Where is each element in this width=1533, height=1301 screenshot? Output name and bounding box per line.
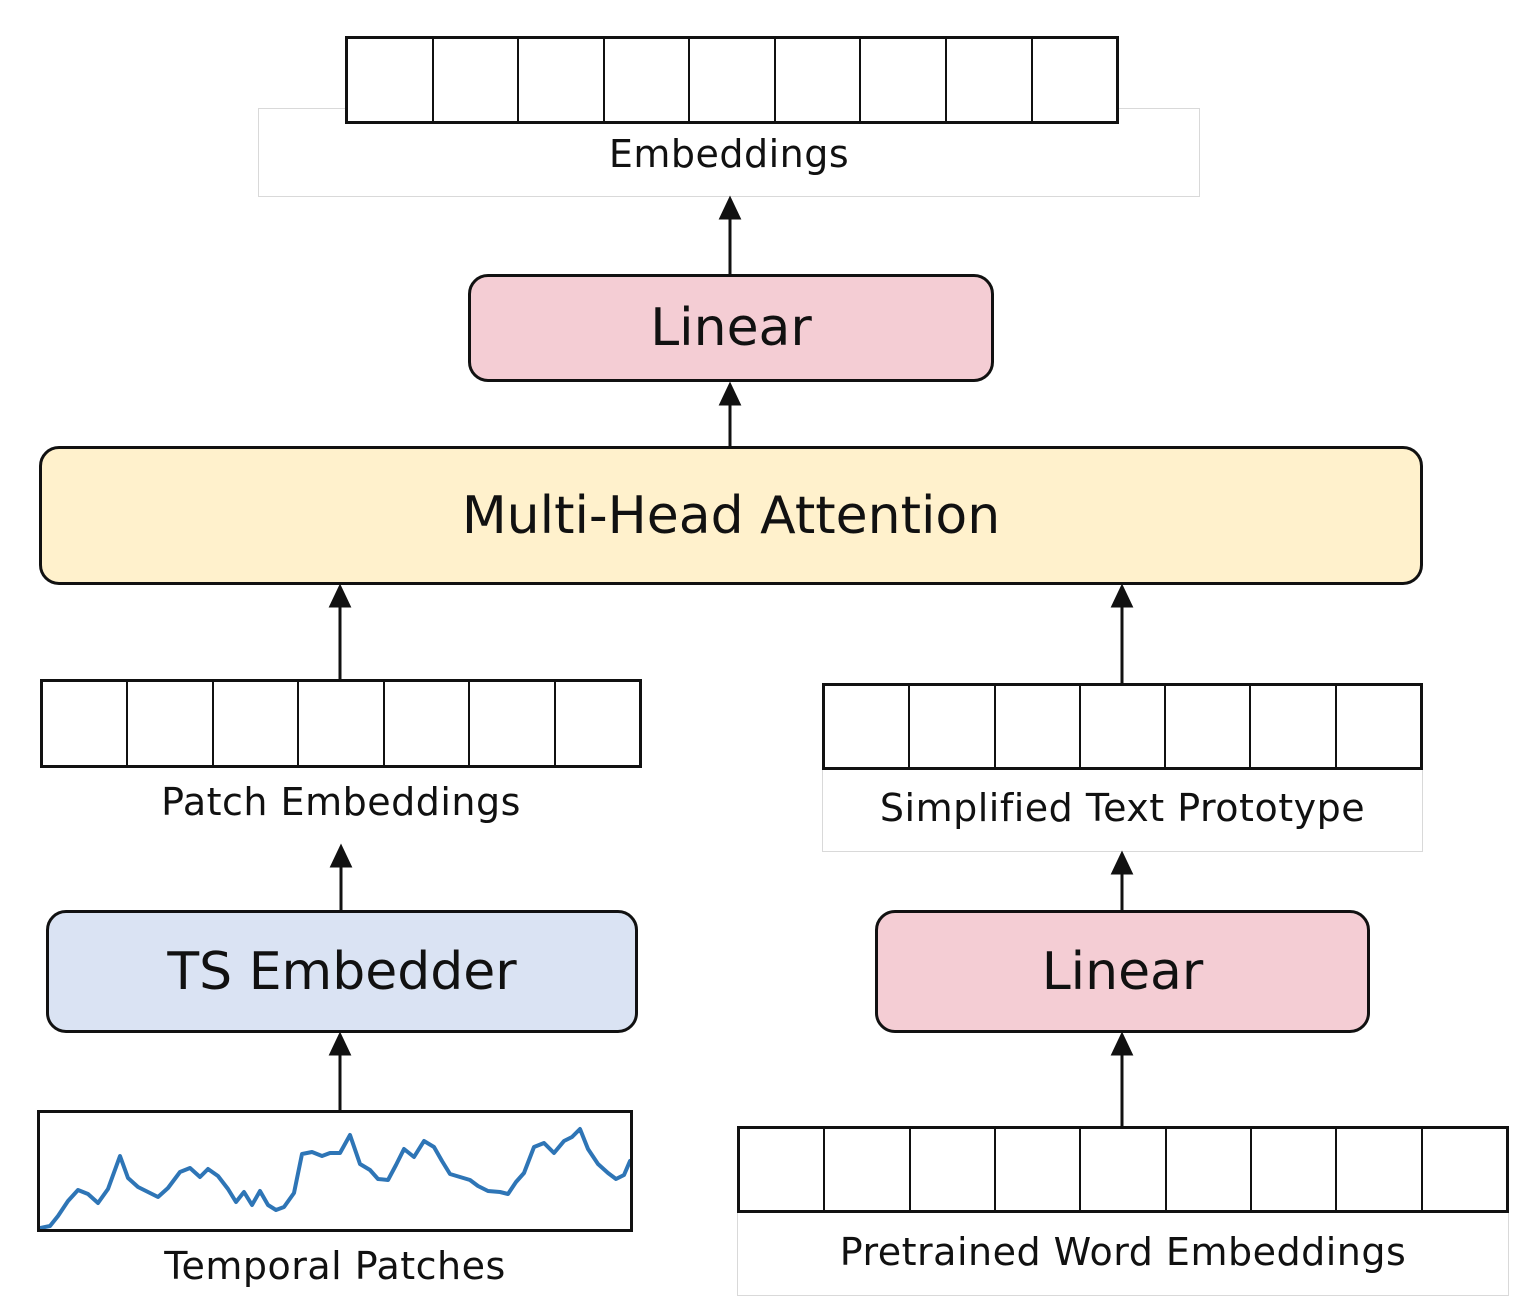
arrowhead-icon bbox=[1110, 583, 1134, 608]
output-embedding-cell bbox=[776, 39, 862, 121]
embeddings-label: Embeddings bbox=[608, 132, 850, 176]
output-embedding-cell bbox=[690, 39, 776, 121]
word-embedding-cell bbox=[740, 1129, 826, 1210]
text-prototype-cell bbox=[1166, 686, 1252, 767]
multi-head-attention-block: Multi-Head Attention bbox=[39, 446, 1423, 585]
word-embedding-cell bbox=[911, 1129, 996, 1210]
text-prototype-cell bbox=[996, 686, 1081, 767]
ts-embedder-block: TS Embedder bbox=[46, 910, 638, 1033]
text-prototype-cell bbox=[1251, 686, 1337, 767]
temporal-patches-box bbox=[37, 1110, 633, 1232]
time-series-line bbox=[40, 1127, 630, 1229]
patch-embeddings-label: Patch Embeddings bbox=[161, 780, 521, 824]
word-embedding-cell bbox=[825, 1129, 911, 1210]
word-embedding-cell bbox=[996, 1129, 1082, 1210]
linear-bottom-block: Linear bbox=[875, 910, 1370, 1033]
linear-top-block: Linear bbox=[468, 274, 994, 382]
word-embedding-cell bbox=[1337, 1129, 1423, 1210]
text-prototype-strip bbox=[822, 683, 1423, 770]
patch-embeddings-strip bbox=[40, 679, 642, 768]
patch-embedding-cell bbox=[43, 682, 129, 765]
word-embedding-cell bbox=[1252, 1129, 1338, 1210]
text-prototype-cell bbox=[1337, 686, 1420, 767]
text-prototype-cell bbox=[910, 686, 996, 767]
text-prototype-label: Simplified Text Prototype bbox=[879, 786, 1366, 830]
temporal-patches-label: Temporal Patches bbox=[164, 1244, 506, 1288]
patch-embedding-cell bbox=[128, 682, 214, 765]
output-embedding-cell bbox=[348, 39, 434, 121]
output-embeddings-strip bbox=[345, 36, 1119, 124]
patch-embedding-cell bbox=[556, 682, 639, 765]
arrowhead-icon bbox=[1110, 850, 1134, 875]
word-embeddings-label-frame bbox=[737, 1200, 1509, 1296]
word-embeddings-label: Pretrained Word Embeddings bbox=[839, 1230, 1407, 1274]
arrowhead-icon bbox=[718, 381, 742, 406]
arrowhead-icon bbox=[718, 195, 742, 220]
word-embedding-cell bbox=[1423, 1129, 1506, 1210]
arrowhead-icon bbox=[328, 583, 352, 608]
output-embedding-cell bbox=[947, 39, 1033, 121]
arrowhead-icon bbox=[328, 1031, 352, 1056]
output-embedding-cell bbox=[519, 39, 605, 121]
output-embedding-cell bbox=[861, 39, 947, 121]
output-embedding-cell bbox=[1033, 39, 1117, 121]
text-prototype-cell bbox=[1081, 686, 1167, 767]
text-prototype-label-frame bbox=[822, 760, 1423, 852]
arrowhead-icon bbox=[1110, 1031, 1134, 1056]
word-embedding-cell bbox=[1167, 1129, 1252, 1210]
patch-embedding-cell bbox=[470, 682, 556, 765]
patch-embedding-cell bbox=[299, 682, 385, 765]
output-embedding-cell bbox=[434, 39, 520, 121]
output-embedding-cell bbox=[605, 39, 691, 121]
patch-embedding-cell bbox=[385, 682, 471, 765]
text-prototype-cell bbox=[825, 686, 911, 767]
word-embedding-cell bbox=[1081, 1129, 1167, 1210]
arrowhead-icon bbox=[329, 843, 353, 868]
patch-embedding-cell bbox=[214, 682, 300, 765]
word-embeddings-strip bbox=[737, 1126, 1509, 1213]
